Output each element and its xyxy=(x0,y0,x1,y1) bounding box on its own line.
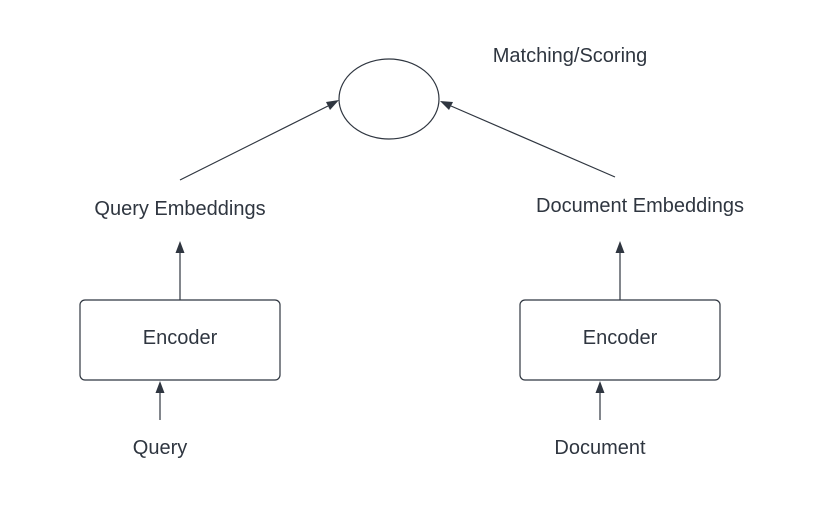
scoring-node xyxy=(338,58,440,140)
arrow-document-encoder-to-embeddings xyxy=(615,241,625,300)
arrow-document-to-encoder xyxy=(595,381,605,420)
scoring-label: Matching/Scoring xyxy=(493,45,648,67)
arrow-query-encoder-to-embeddings xyxy=(175,241,185,300)
document-encoder-label: Encoder xyxy=(583,327,658,349)
arrow-query-to-encoder xyxy=(155,381,165,420)
query-input-label: Query xyxy=(133,437,187,459)
arrow-query-embeddings-to-scoring xyxy=(179,100,339,181)
query-encoder-label: Encoder xyxy=(143,327,218,349)
document-input-label: Document xyxy=(554,437,646,459)
document-embeddings-label: Document Embeddings xyxy=(536,195,744,217)
query-embeddings-label: Query Embeddings xyxy=(94,198,265,220)
arrow-document-embeddings-to-scoring xyxy=(440,101,616,178)
